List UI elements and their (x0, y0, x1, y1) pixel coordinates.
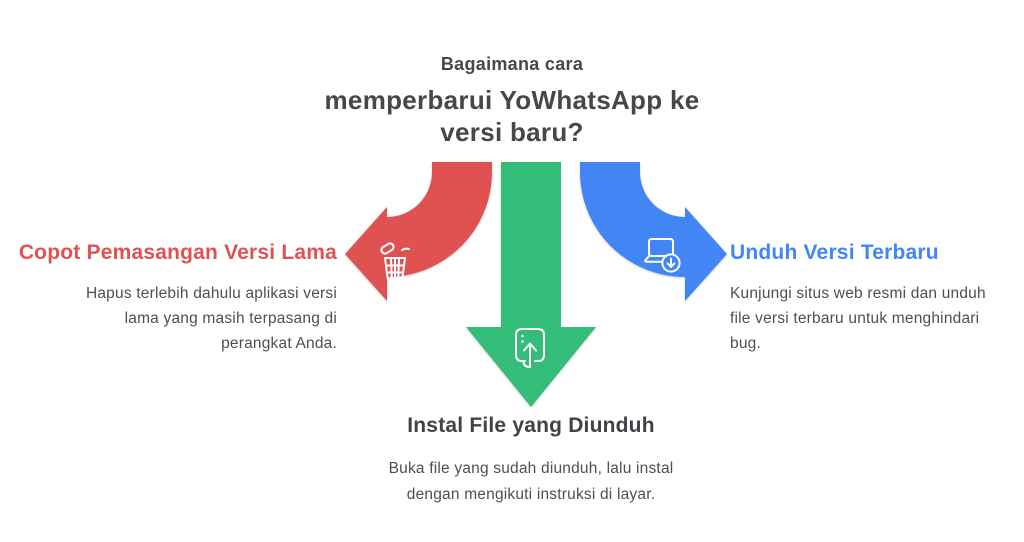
step-install-heading: Instal File yang Diunduh (407, 414, 655, 437)
trash-basket (384, 257, 406, 281)
blue-arrow-path (580, 162, 727, 301)
red-curved-arrow-left (345, 162, 495, 307)
step-download-body: Kunjungi situs web resmi dan unduh file … (730, 285, 986, 352)
laptop-download-icon-svg (644, 238, 681, 273)
trash-lid-open (380, 242, 395, 255)
step-uninstall-body: Hapus terlebih dahulu aplikasi versi lam… (85, 285, 337, 352)
green-arrow-shape (466, 162, 596, 407)
upload-arrow (522, 342, 537, 368)
step-install-downloaded-file: Instal File yang Diunduh Buka file yang … (366, 414, 696, 508)
title-line-2: versi baru? (440, 117, 584, 147)
step-uninstall-old-version: Copot Pemasangan Versi Lama Hapus terleb… (17, 241, 337, 356)
step-download-latest-version: Unduh Versi Terbaru Kunjungi situs web r… (730, 241, 1024, 356)
diagram-title: Bagaimana cara memperbarui YoWhatsApp ke… (0, 54, 1024, 148)
green-arrow-path (466, 162, 596, 407)
laptop-outline (644, 238, 674, 263)
step-download-heading: Unduh Versi Terbaru (730, 241, 939, 264)
trash-open-icon-svg (380, 242, 410, 281)
dot-1 (521, 334, 524, 338)
laptop-download-icon (642, 237, 682, 273)
app-frame (515, 328, 545, 362)
blue-curved-arrow-right (577, 162, 727, 307)
red-arrow-path (345, 162, 492, 301)
download-badge (661, 253, 681, 273)
app-install-icon-svg (515, 328, 545, 368)
red-arrow-shape (345, 162, 492, 301)
title-line-1: memperbarui YoWhatsApp ke (324, 85, 700, 115)
green-straight-arrow-down (466, 162, 596, 409)
dot-2 (521, 340, 524, 343)
trash-open-icon (378, 242, 412, 282)
app-install-icon (513, 326, 549, 368)
blue-arrow-shape (580, 162, 727, 301)
step-install-body: Buka file yang sudah diunduh, lalu insta… (388, 460, 674, 503)
step-uninstall-heading: Copot Pemasangan Versi Lama (18, 241, 337, 264)
title-kicker: Bagaimana cara (440, 54, 584, 74)
motion-dash (401, 247, 410, 251)
